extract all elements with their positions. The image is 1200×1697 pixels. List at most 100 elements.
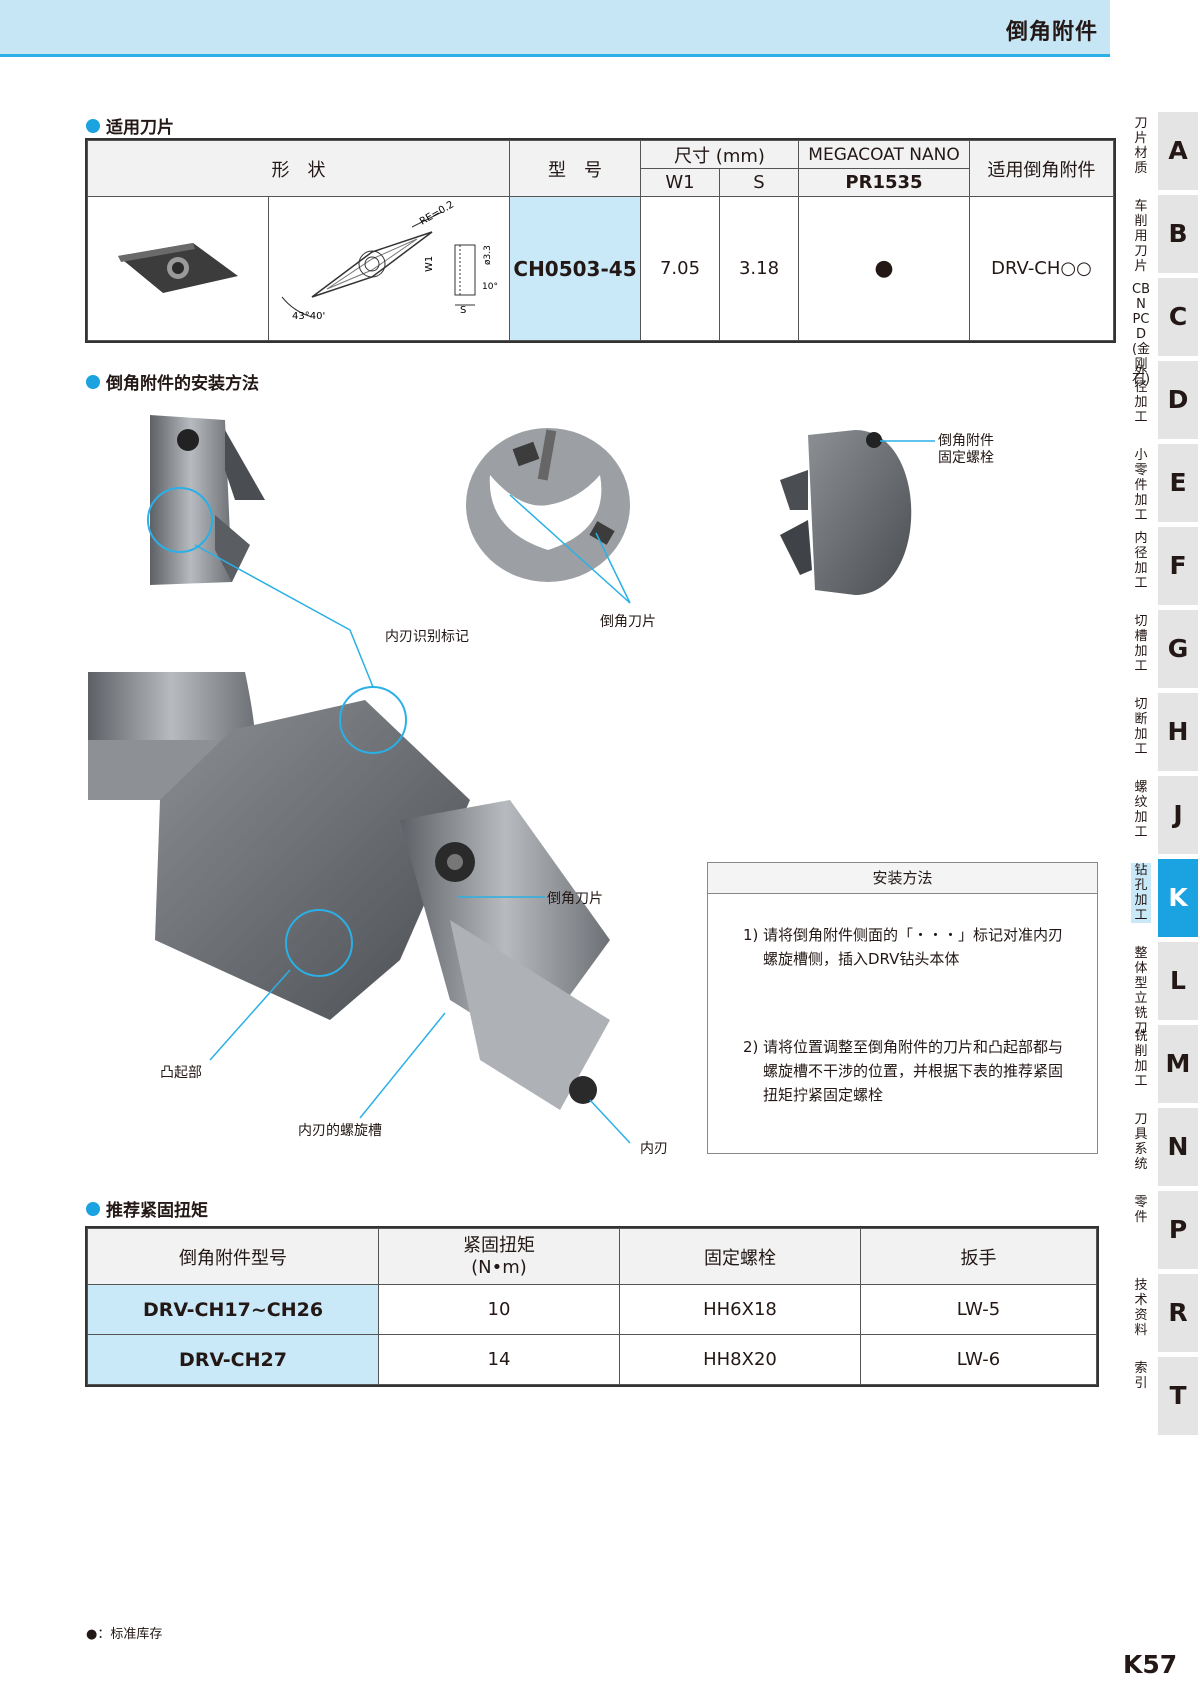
bullet-icon xyxy=(86,1201,100,1216)
callout-lines xyxy=(194,440,935,1144)
cell-model: DRV-CH27 xyxy=(87,1334,379,1385)
callout-bolt: 倒角附件 固定螺栓 xyxy=(938,433,994,467)
insert-model: CH0503-45 xyxy=(509,196,641,341)
callout-mark: 内刃识别标记 xyxy=(385,629,469,645)
sidebar-tab-t[interactable]: T xyxy=(1158,1357,1198,1435)
callout-bolt-line2: 固定螺栓 xyxy=(938,450,994,466)
sidebar-tab-b[interactable]: B xyxy=(1158,195,1198,273)
callout-flute: 内刃的螺旋槽 xyxy=(298,1123,382,1139)
th-grade-line2: PR1535 xyxy=(798,168,970,197)
sidebar-tab-m[interactable]: M xyxy=(1158,1025,1198,1103)
bullet-icon xyxy=(86,374,100,389)
drill-assembly-image xyxy=(88,672,610,1110)
attachment-bolt-image xyxy=(780,430,912,595)
sidebar-label-n[interactable]: 刀具系统 xyxy=(1134,1112,1148,1172)
install-step-2: 2)请将位置调整至倒角附件的刀片和凸起部都与螺旋槽不干涉的位置，并根据下表的推荐… xyxy=(743,1035,1064,1107)
section-inserts-heading: 适用刀片 xyxy=(86,113,174,138)
sidebar-tab-d[interactable]: D xyxy=(1158,361,1198,439)
th-shape: 形 状 xyxy=(87,140,510,197)
sidebar-tab-r[interactable]: R xyxy=(1158,1274,1198,1352)
section-label: 倒角附件的安装方法 xyxy=(106,374,259,394)
insert-drawing-cell: RE=0.2 43°40' W1 ø3.3 10° S xyxy=(268,196,510,341)
sidebar-label-e[interactable]: 小零件加工 xyxy=(1134,448,1148,523)
cell-bolt: HH8X20 xyxy=(619,1334,861,1385)
sidebar-label-t[interactable]: 索引 xyxy=(1134,1361,1148,1391)
label-angle: 43°40' xyxy=(292,311,325,322)
section-label: 适用刀片 xyxy=(106,118,174,138)
table-row: DRV-CH17~CH26 10 HH6X18 LW-5 xyxy=(87,1284,1097,1335)
step-1-number: 1) xyxy=(743,926,759,944)
sidebar-tab-e[interactable]: E xyxy=(1158,444,1198,522)
install-method-box: 安装方法 1)请将倒角附件侧面的「・・・」标记对准内刃螺旋槽侧，插入DRV钻头本… xyxy=(707,862,1098,1154)
attachment-top-image xyxy=(466,428,630,582)
cell-torque: 10 xyxy=(378,1284,620,1335)
label-w1: W1 xyxy=(424,256,435,272)
sidebar-tab-a[interactable]: A xyxy=(1158,112,1198,190)
cell-wrench: LW-5 xyxy=(860,1284,1097,1335)
sidebar-tab-f[interactable]: F xyxy=(1158,527,1198,605)
sidebar-label-a[interactable]: 刀片材质 xyxy=(1134,116,1148,176)
page-title: 倒角附件 xyxy=(1005,20,1098,45)
th-w1: W1 xyxy=(640,168,720,197)
torque-table: 倒角附件型号 紧固扭矩 (N•m) 固定螺栓 扳手 DRV-CH17~CH26 … xyxy=(85,1226,1099,1387)
sidebar-label-m[interactable]: 铣削加工 xyxy=(1134,1029,1148,1089)
attachment-side-image xyxy=(150,415,265,585)
header-bar: 倒角附件 xyxy=(0,0,1110,57)
sidebar-tab-h[interactable]: H xyxy=(1158,693,1198,771)
sidebar-tab-p[interactable]: P xyxy=(1158,1191,1198,1269)
sidebar-tab-n[interactable]: N xyxy=(1158,1108,1198,1186)
insert-applicable: DRV-CH○○ xyxy=(969,196,1114,341)
step-2-text: 请将位置调整至倒角附件的刀片和凸起部都与螺旋槽不干涉的位置，并根据下表的推荐紧固… xyxy=(763,1038,1064,1104)
boss-highlight-circle xyxy=(285,909,353,977)
sidebar-label-g[interactable]: 切槽加工 xyxy=(1134,614,1148,674)
sidebar-tab-g[interactable]: G xyxy=(1158,610,1198,688)
cell-wrench: LW-6 xyxy=(860,1334,1097,1385)
cell-model: DRV-CH17~CH26 xyxy=(87,1284,379,1335)
sidebar-label-f[interactable]: 内径加工 xyxy=(1134,531,1148,591)
sidebar-label-p[interactable]: 零件 xyxy=(1134,1195,1148,1225)
th-torque: 紧固扭矩 (N•m) xyxy=(378,1228,620,1285)
install-step-1: 1)请将倒角附件侧面的「・・・」标记对准内刃螺旋槽侧，插入DRV钻头本体 xyxy=(743,923,1064,971)
th-s: S xyxy=(719,168,799,197)
bullet-icon xyxy=(86,118,100,133)
page-number: K57 xyxy=(1123,1650,1178,1679)
sidebar-label-j[interactable]: 螺纹加工 xyxy=(1134,780,1148,840)
sidebar-tab-l[interactable]: L xyxy=(1158,942,1198,1020)
cell-torque: 14 xyxy=(378,1334,620,1385)
sidebar-tab-k[interactable]: K xyxy=(1158,859,1198,937)
sidebar-label-c[interactable]: CBN PCD(金刚石) xyxy=(1131,282,1151,387)
label-d: ø3.3 xyxy=(483,245,493,265)
sidebar-label-r[interactable]: 技术资料 xyxy=(1134,1278,1148,1338)
callout-bolt-line1: 倒角附件 xyxy=(938,433,994,449)
sidebar-label-l[interactable]: 整体型立铣刀 xyxy=(1134,946,1148,1036)
mark-highlight-circle xyxy=(147,487,213,553)
insert-table: 形 状 型 号 尺寸 (mm) MEGACOAT NANO 适用倒角附件 W1 … xyxy=(85,138,1116,343)
sidebar-label-h[interactable]: 切断加工 xyxy=(1134,697,1148,757)
step-1-text: 请将倒角附件侧面的「・・・」标记对准内刃螺旋槽侧，插入DRV钻头本体 xyxy=(763,926,1064,968)
label-s: S xyxy=(460,305,466,316)
label-10deg: 10° xyxy=(482,282,498,292)
th-wrench: 扳手 xyxy=(860,1228,1097,1285)
table-row: DRV-CH27 14 HH8X20 LW-6 xyxy=(87,1334,1097,1385)
th-bolt: 固定螺栓 xyxy=(619,1228,861,1285)
th-applicable: 适用倒角附件 xyxy=(969,140,1114,197)
th-size: 尺寸 (mm) xyxy=(640,140,799,169)
th-attachment-model: 倒角附件型号 xyxy=(87,1228,379,1285)
sidebar-tab-j[interactable]: J xyxy=(1158,776,1198,854)
insert-drawing-icon: RE=0.2 43°40' W1 ø3.3 10° S xyxy=(281,199,498,322)
section-install-heading: 倒角附件的安装方法 xyxy=(86,369,259,394)
footnote: ●：标准库存 xyxy=(86,1627,163,1642)
cell-bolt: HH6X18 xyxy=(619,1284,861,1335)
insert-stock: ● xyxy=(798,196,970,341)
callout-boss: 凸起部 xyxy=(160,1065,202,1081)
sidebar-label-b[interactable]: 车削用刀片 xyxy=(1134,199,1148,274)
th-model: 型 号 xyxy=(509,140,641,197)
label-re: RE=0.2 xyxy=(418,199,456,227)
insert-photo-icon xyxy=(118,243,238,293)
insert-w1: 7.05 xyxy=(640,196,720,341)
step-2-number: 2) xyxy=(743,1038,759,1056)
sidebar-label-k[interactable]: 钻孔加工 xyxy=(1131,863,1151,923)
sidebar-tab-c[interactable]: C xyxy=(1158,278,1198,356)
sidebar-label-d[interactable]: 外径加工 xyxy=(1134,365,1148,425)
section-torque-heading: 推荐紧固扭矩 xyxy=(86,1196,208,1221)
